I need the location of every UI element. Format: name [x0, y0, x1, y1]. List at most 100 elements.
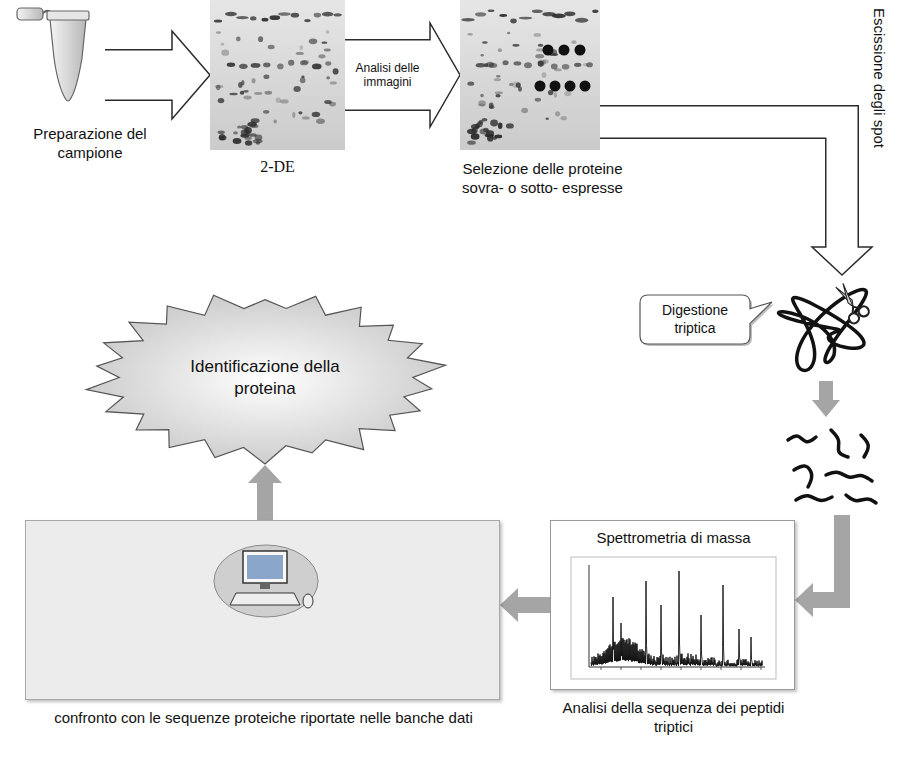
gel-spot — [218, 98, 225, 103]
gel-spot — [480, 94, 484, 98]
arrow-shaft — [516, 597, 551, 613]
gel-spot — [498, 48, 502, 52]
gel-spot — [263, 110, 269, 114]
gel-spot — [499, 14, 507, 17]
gel-spot — [326, 76, 330, 79]
gel-spot — [215, 85, 224, 88]
arrow-shaft — [257, 481, 273, 521]
flow-arrow — [345, 23, 460, 127]
gel-spot — [238, 82, 242, 88]
gel-spot — [507, 32, 510, 34]
gel-spot — [564, 11, 575, 16]
text-slot: confronto con le sequenze proteiche ripo… — [26, 709, 501, 728]
gel-spot — [251, 78, 255, 83]
arrow-fill — [600, 122, 842, 250]
peptide-fragment — [846, 495, 876, 503]
gel-spot — [250, 16, 256, 20]
selected-spot — [535, 81, 546, 92]
step-caption: Analisi della sequenza dei peptidi tript… — [546, 699, 801, 737]
gel-spot — [233, 138, 242, 144]
axis-tick — [721, 667, 722, 670]
result-text: Identificazione della proteina — [185, 356, 345, 399]
gel-spot — [489, 105, 494, 109]
gel-spot — [280, 99, 289, 103]
gel-spot — [221, 50, 229, 56]
database-box-art — [26, 521, 501, 701]
gel-spot — [216, 31, 221, 34]
gel-spot — [535, 98, 541, 102]
arrow-outline — [600, 122, 842, 247]
monitor — [243, 551, 287, 583]
gel-spot — [225, 12, 237, 16]
gel-spot — [251, 63, 261, 68]
gel-spot — [333, 68, 339, 74]
gel-spot — [312, 64, 322, 70]
process-arrow-head — [812, 400, 840, 417]
gel-spot — [270, 15, 281, 20]
gel-spot — [486, 130, 494, 137]
text-slot: Digestione triptica — [650, 302, 740, 337]
gel-spot — [227, 62, 235, 66]
peptide-fragment — [796, 496, 832, 501]
gel-spot — [521, 108, 528, 114]
scissors-handle — [857, 304, 871, 318]
gel-spot — [583, 63, 588, 66]
gel-image-art — [210, 0, 345, 150]
tube-body — [50, 19, 86, 101]
gel-spot — [495, 94, 500, 97]
gel-spot — [244, 127, 252, 134]
gel-spot — [288, 60, 294, 66]
result-starburst: Identificazione della proteina — [80, 290, 450, 465]
step-caption: confronto con le sequenze proteiche ripo… — [26, 709, 501, 728]
text-slot: 2-DE — [210, 157, 345, 177]
gel-spot — [494, 135, 502, 139]
gel-spot — [277, 64, 283, 70]
arrow-head — [500, 588, 518, 622]
gel-spot — [263, 63, 270, 68]
gel-spot — [519, 17, 533, 20]
gel-spot — [236, 16, 249, 19]
gel-spot — [592, 10, 598, 13]
gel-spot — [273, 119, 276, 123]
gel-spot — [542, 72, 547, 78]
gel-spot — [574, 63, 581, 67]
gel-spot — [498, 123, 503, 129]
scissors-icon — [829, 279, 871, 325]
box-title: Spettrometria di massa — [551, 529, 796, 548]
arrow-head — [430, 23, 460, 127]
gel-spot — [494, 78, 501, 81]
selected-spot — [543, 45, 554, 56]
selected-spot — [550, 81, 561, 92]
gel-spot — [575, 18, 588, 23]
gel-spot — [302, 116, 310, 119]
gel-spot — [509, 83, 513, 87]
gel-spot — [495, 91, 503, 94]
gel-spot — [524, 62, 532, 68]
selected-spot — [559, 45, 570, 56]
axis-tick — [601, 667, 602, 670]
gel-spot — [314, 13, 322, 18]
gel-spot — [478, 100, 485, 106]
label-slot: Escissione degli spot — [870, 5, 888, 151]
scissors-blade — [837, 283, 857, 307]
text-slot: Identificazione della proteina — [185, 356, 345, 399]
gel-spot — [276, 97, 281, 102]
gel-spot — [561, 116, 567, 120]
edge-label: Analisi delle immagini — [350, 61, 426, 90]
axis-tick — [621, 667, 622, 670]
result-starburst-art — [80, 290, 450, 465]
gel-spot — [292, 112, 295, 118]
axis-tick — [761, 667, 762, 670]
gel-spot — [300, 77, 306, 83]
gel-spot — [476, 63, 486, 68]
gel-background — [210, 0, 345, 150]
gel-spot — [322, 12, 333, 17]
arrow-fill — [105, 51, 175, 100]
gel-spot — [502, 60, 508, 65]
gel-spot — [296, 52, 304, 55]
gel-spot — [562, 64, 570, 70]
gel-spot — [233, 131, 238, 134]
gel-spot — [254, 92, 262, 95]
gel-spot — [538, 44, 544, 47]
text-slot: Selezione delle proteine sovra- o sotto-… — [445, 160, 640, 198]
